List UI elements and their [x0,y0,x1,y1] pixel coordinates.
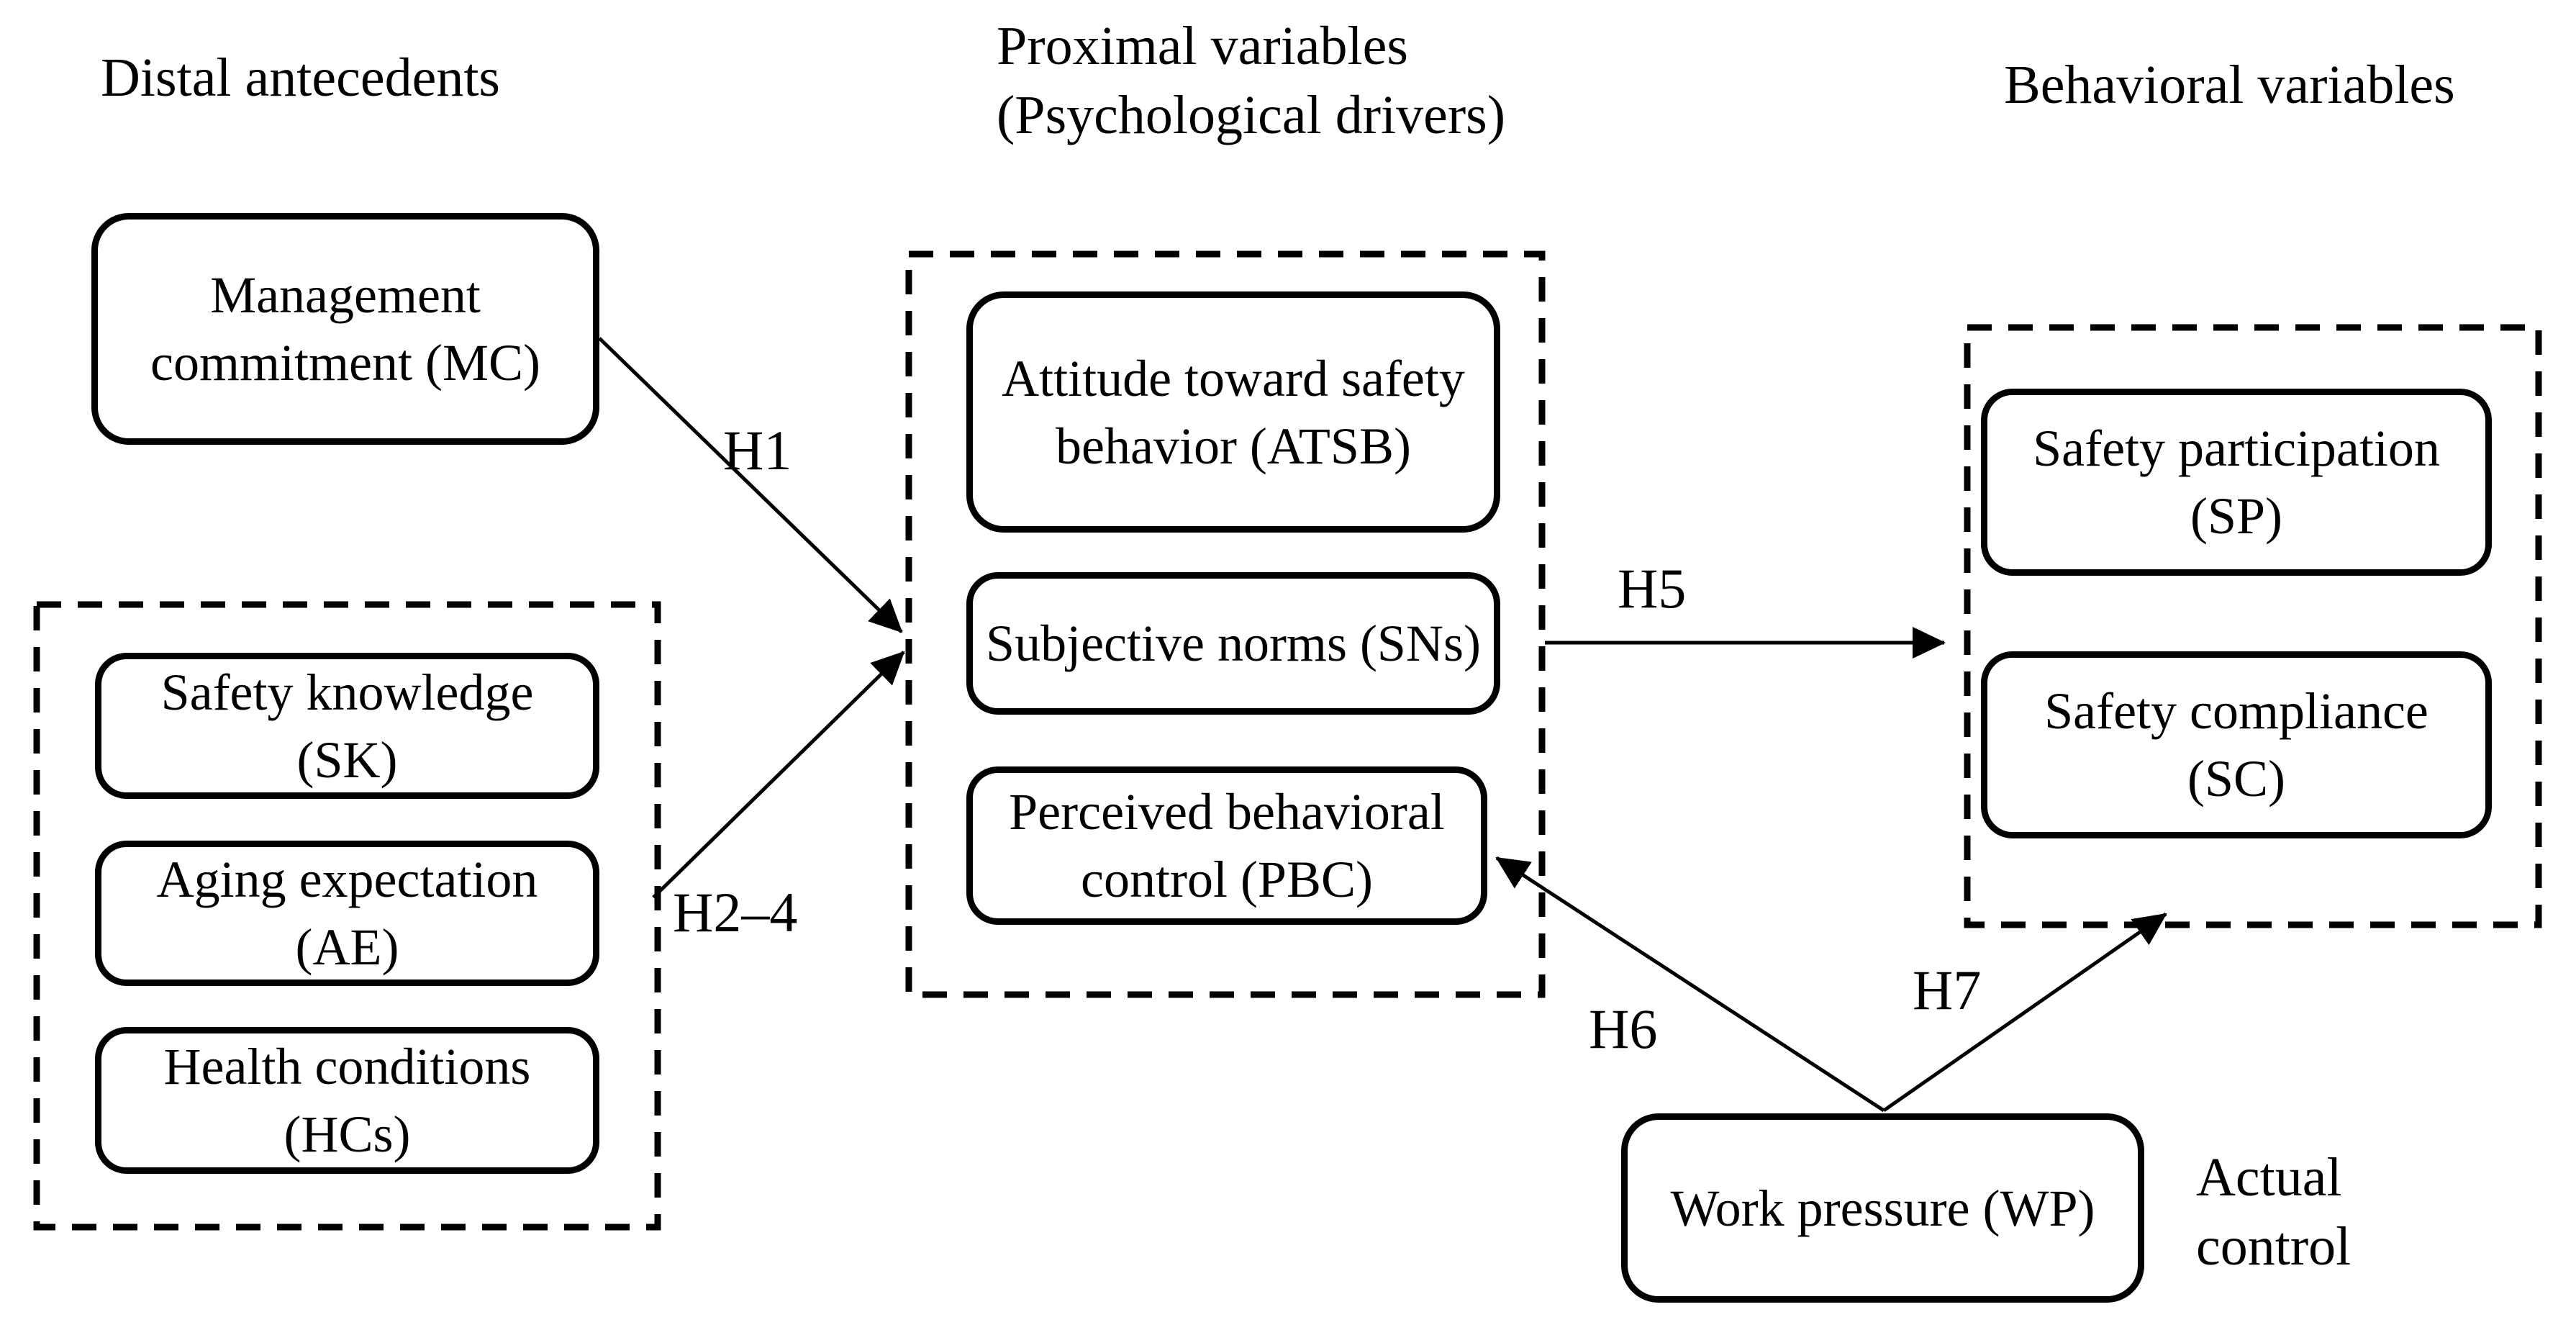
proximal-group-dashed-border [905,250,1546,998]
region-title-proximal-variables: Proximal variables (Psychological driver… [997,16,1506,145]
distal-group-dashed-border [33,601,661,1231]
hypothesis-label-h5: H5 [1618,557,1687,620]
hypothesis-label-h2-4: H2–4 [673,881,798,944]
arrow-h6 [1495,856,1885,1113]
construct-box-work-pressure: Work pressure (WP) [1621,1113,2144,1303]
construct-box-subjective-norms: Subjective norms (SNs) [966,572,1500,715]
arrow-h1 [598,337,903,633]
region-title-distal-antecedents: Distal antecedents [101,48,501,108]
hypothesis-label-h7: H7 [1913,959,1982,1021]
arrow-h2-4 [652,651,905,899]
construct-box-perceived-behavioral-control: Perceived behavioral control (PBC) [966,766,1487,925]
construct-box-attitude-toward-safety-behavior: Attitude toward safety behavior (ATSB) [966,291,1500,533]
construct-box-aging-expectation: Aging expectation (AE) [95,841,599,986]
region-title-behavioral-variables: Behavioral variables [2004,55,2455,115]
annotation-actual-control: Actual control [2196,1147,2351,1277]
hypothesis-label-h1: H1 [723,419,792,481]
arrow-h7 [1882,912,2167,1113]
behavioral-group-dashed-border [1964,324,2542,928]
construct-box-safety-compliance: Safety compliance (SC) [1981,651,2492,838]
construct-box-safety-knowledge: Safety knowledge (SK) [95,653,599,799]
construct-box-health-conditions: Health conditions (HCs) [95,1027,599,1174]
construct-box-management-commitment: Management commitment (MC) [91,213,599,445]
construct-box-safety-participation: Safety participation (SP) [1981,389,2492,576]
hypothesis-label-h6: H6 [1589,998,1658,1060]
